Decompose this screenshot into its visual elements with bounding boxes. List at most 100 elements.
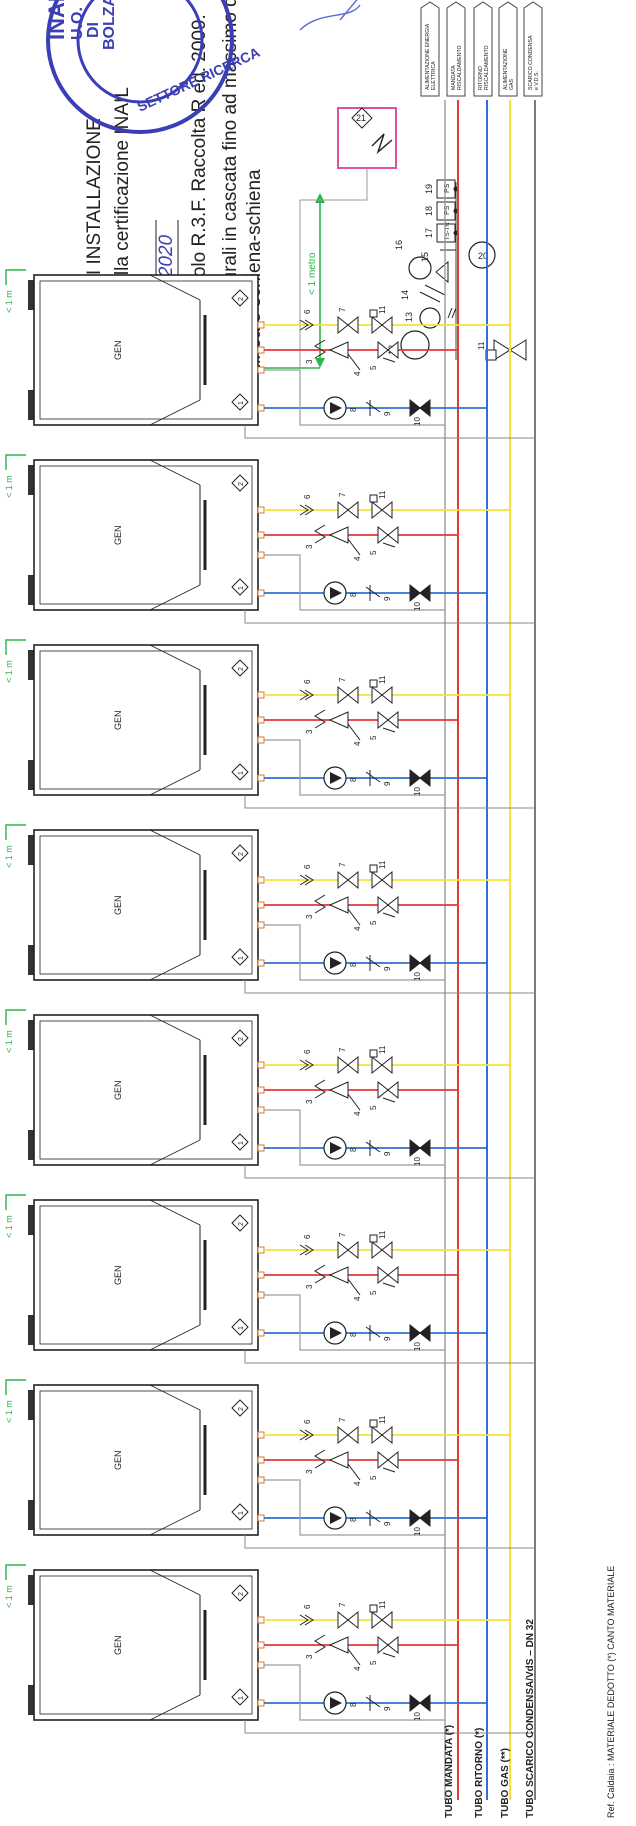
sensor-2-number: 2 <box>238 1222 245 1226</box>
pump-8-arrow <box>330 1327 342 1339</box>
component-8-number: 8 <box>349 407 358 412</box>
boiler-bevel <box>149 274 201 301</box>
gas-flex-6-icon <box>299 1614 314 1626</box>
boiler-port <box>257 1271 265 1279</box>
boiler-bevel <box>149 644 201 671</box>
gas-valve-11-actuator <box>369 1234 378 1243</box>
gauge-18: PS 18 <box>424 201 459 221</box>
check-valve-9-icon <box>365 955 381 971</box>
boiler-bevel <box>149 584 201 611</box>
component-20-label: 20 <box>478 251 488 261</box>
distance-bracket <box>5 824 26 840</box>
gas-valve-11-actuator <box>369 494 378 503</box>
gas-valve-11-actuator <box>369 864 378 873</box>
safety-valve-3-icon <box>328 1081 349 1099</box>
component-10-number: 10 <box>413 602 422 611</box>
boiler-tab <box>28 1315 34 1345</box>
distance-bracket <box>5 1564 26 1580</box>
boiler-bevel <box>149 459 201 486</box>
boiler-tab <box>28 650 34 680</box>
safety-valve-3-spring <box>314 1449 326 1469</box>
boiler-port <box>257 531 265 539</box>
drain-4 <box>347 1093 361 1111</box>
boiler-bevel <box>149 1509 201 1536</box>
gas-flex-6-icon <box>299 504 314 516</box>
boiler-port <box>257 551 265 559</box>
boiler-bevel <box>149 954 201 981</box>
gas-valve-11-actuator <box>369 309 378 318</box>
drain-4 <box>347 1278 361 1296</box>
shutoff-valve-5-icon <box>377 340 399 360</box>
sensor-1-number: 1 <box>238 1326 245 1330</box>
gas-valve-7-icon <box>337 1055 359 1075</box>
component-9-number: 9 <box>383 1151 392 1156</box>
boiler-bevel <box>149 1569 201 1596</box>
distance-label: < 1 m <box>4 845 14 868</box>
sensor-2-number: 2 <box>238 1592 245 1596</box>
gas-flex-6-icon <box>299 1244 314 1256</box>
distance-bracket <box>5 1009 26 1025</box>
pipe-labels: TUBO MANDATA (*) TUBO RITORNO (*) TUBO G… <box>444 1566 616 1818</box>
shutoff-valve-5-icon <box>377 1080 399 1100</box>
valve-10-icon <box>409 398 431 418</box>
boiler-bevel <box>149 1324 201 1351</box>
boiler-tab <box>28 465 34 495</box>
boiler-port <box>257 959 265 967</box>
gas-flex-6-icon <box>299 689 314 701</box>
condensa-branch <box>244 980 535 994</box>
boiler-tab <box>28 835 34 865</box>
pipe-label-ritorno: TUBO RITORNO (*) <box>474 1728 485 1818</box>
check-valve-9-icon <box>365 585 381 601</box>
component-8-number: 8 <box>349 1517 358 1522</box>
boiler-port <box>257 1291 265 1299</box>
component-4-number: 4 <box>353 1296 362 1301</box>
distance-bracket <box>5 1379 26 1395</box>
pipe-label-condensa: TUBO SCARICO CONDENSA/VdS – DN 32 <box>525 1619 536 1818</box>
component-11-number: 11 <box>378 1045 387 1054</box>
shutoff-valve-5-icon <box>377 1450 399 1470</box>
shutoff-valve-5-mark <box>382 1282 396 1288</box>
gas-valve-11-actuator <box>369 1604 378 1613</box>
boiler-label: GEN <box>113 1635 123 1655</box>
gas-valve-11-icon <box>371 1425 393 1445</box>
sensor-1-icon <box>231 1133 249 1151</box>
valve-10-icon <box>409 583 431 603</box>
boiler-port <box>257 1144 265 1152</box>
pump-8-arrow <box>330 957 342 969</box>
connection-label-arrow <box>523 1 543 97</box>
gauge-19-number: 19 <box>424 184 434 194</box>
sensor-2-number: 2 <box>238 297 245 301</box>
safety-valve-3-icon <box>328 341 349 359</box>
connection-label-arrow <box>420 1 440 97</box>
distance-bracket <box>5 269 26 285</box>
component-7-number: 7 <box>338 492 347 497</box>
boiler-bevel <box>149 1694 201 1721</box>
boiler-port <box>257 404 265 412</box>
distance-label: < 1 m <box>4 290 14 313</box>
component-6-number: 6 <box>303 1234 312 1239</box>
boiler-inner-frame <box>39 1575 253 1715</box>
condensa-branch <box>244 1350 535 1364</box>
check-valve-9-icon <box>365 1140 381 1156</box>
pump-8-arrow <box>330 402 342 414</box>
valve-10-icon <box>409 768 431 788</box>
manometer-12 <box>400 330 430 360</box>
component-9-number: 9 <box>383 781 392 786</box>
gas-flex-6-icon <box>299 319 314 331</box>
boiler-bevel <box>149 1384 201 1411</box>
boiler-label: GEN <box>113 525 123 545</box>
expansion-vessel-20 <box>468 241 496 269</box>
condensa-branch <box>244 1535 535 1549</box>
boiler-label: GEN <box>113 895 123 915</box>
condensa-branch <box>244 1720 535 1734</box>
gas-valve-11-icon <box>371 1055 393 1075</box>
gas-valve-7-icon <box>337 1425 359 1445</box>
sensor-1-number: 1 <box>238 1511 245 1515</box>
check-valve-9-icon <box>365 400 381 416</box>
boiler-bevel <box>149 399 201 426</box>
distance-label: < 1 m <box>4 1030 14 1053</box>
boiler-port <box>257 1431 265 1439</box>
safety-valve-3-spring <box>314 894 326 914</box>
